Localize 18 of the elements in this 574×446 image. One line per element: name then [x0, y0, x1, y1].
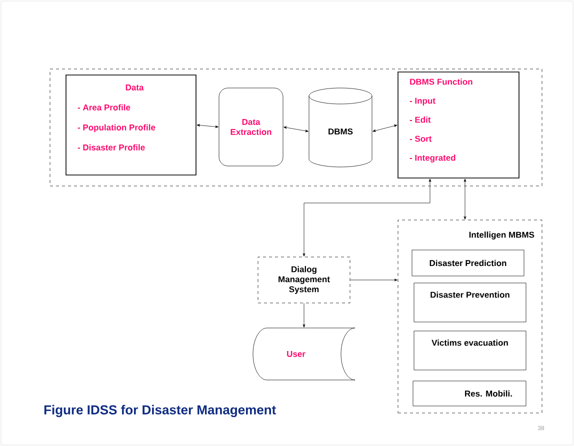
arrow [302, 178, 432, 256]
database-cylinder: DBMS [308, 88, 372, 168]
process-box: Disaster Prevention [414, 282, 526, 322]
arrow [284, 126, 308, 132]
figure-title: Figure IDSS for Disaster Management [44, 404, 276, 418]
arrow [464, 178, 466, 220]
process-box: Data Extraction [218, 88, 284, 166]
arrow [302, 302, 306, 328]
arrow [372, 124, 398, 132]
process-box: Data - Area Profile - Population Profile - Disaster Profile [66, 74, 196, 176]
process-box: DBMS Function - Input - Edit - Sort - Integrated [398, 72, 520, 178]
process-box: Disaster Prediction [412, 250, 524, 276]
node-label: DBMS [328, 128, 353, 134]
arrow [196, 124, 218, 128]
process-box: Victims evacuation [414, 330, 526, 370]
dashed-box: Dialog Management System [258, 256, 350, 304]
arrow [350, 278, 398, 282]
process-box: Res. Mobili. [412, 380, 526, 406]
